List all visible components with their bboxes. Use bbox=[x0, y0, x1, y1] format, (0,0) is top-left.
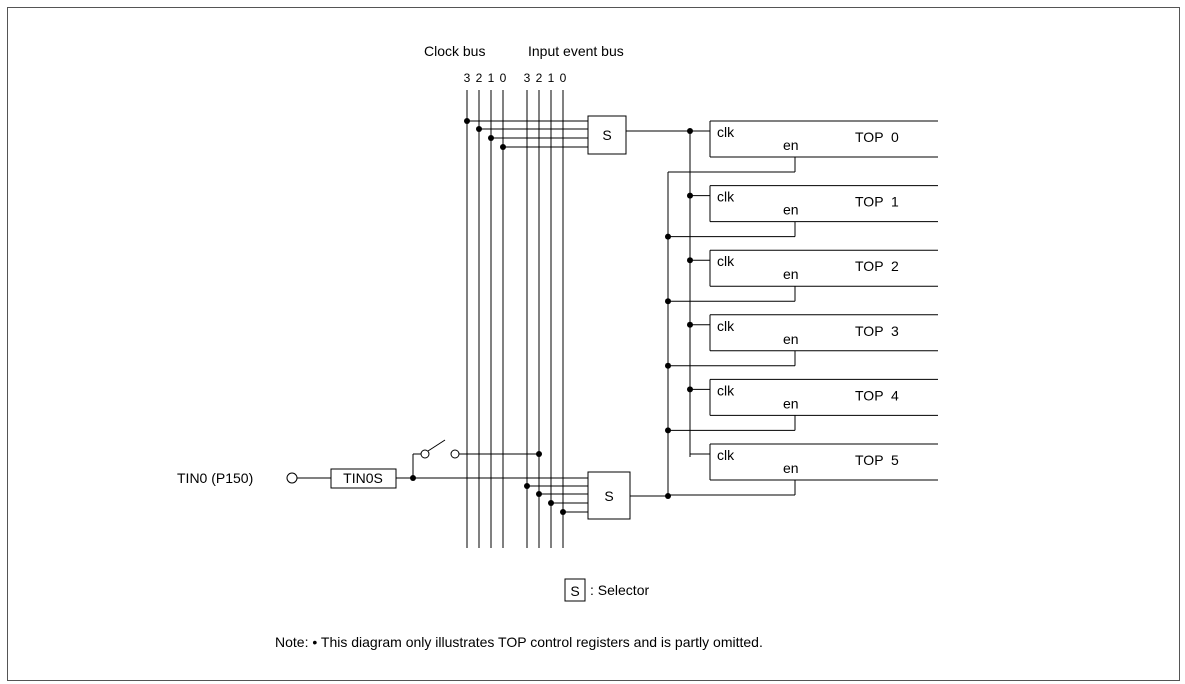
top-register-block: clk en TOP 3 bbox=[665, 314, 938, 369]
legend-text: : Selector bbox=[590, 582, 649, 598]
svg-text:S: S bbox=[604, 488, 613, 504]
en-port-label: en bbox=[783, 202, 799, 218]
bottom-selector-taps bbox=[524, 483, 588, 515]
selector-legend: S : Selector bbox=[564, 578, 649, 602]
input-event-bus-line-number: 1 bbox=[548, 71, 555, 85]
en-port-label: en bbox=[783, 460, 799, 476]
bottom-selector: S bbox=[587, 471, 631, 520]
input-event-bus-label: Input event bus bbox=[528, 43, 624, 59]
input-event-bus-lines bbox=[526, 90, 564, 548]
edge-switch bbox=[412, 439, 542, 478]
pin-terminal bbox=[286, 472, 298, 484]
top-register-name: TOP 0 bbox=[855, 129, 899, 145]
clk-port-label: clk bbox=[717, 318, 735, 334]
clk-port-label: clk bbox=[717, 253, 735, 269]
en-port-label: en bbox=[783, 266, 799, 282]
top-register-block: clk en TOP 2 bbox=[665, 249, 938, 305]
input-event-bus-line-number: 0 bbox=[560, 71, 567, 85]
top-register-name: TOP 4 bbox=[855, 387, 899, 403]
clk-port-label: clk bbox=[717, 124, 735, 140]
top-register-name: TOP 1 bbox=[855, 194, 899, 210]
legend-symbol: S bbox=[570, 583, 579, 599]
top-register-block: clk en TOP 0 bbox=[668, 120, 938, 173]
clk-port-label: clk bbox=[717, 447, 735, 463]
en-port-label: en bbox=[783, 331, 799, 347]
clock-bus-line-number: 3 bbox=[464, 71, 471, 85]
top-register-block: clk en TOP 5 bbox=[668, 443, 938, 496]
top-register-name: TOP 2 bbox=[855, 258, 899, 274]
top-selector-taps bbox=[464, 118, 588, 150]
top-selector: S bbox=[587, 115, 627, 155]
clock-bus-line-number: 2 bbox=[476, 71, 483, 85]
svg-text:TIN0S: TIN0S bbox=[343, 470, 383, 486]
diagram-frame bbox=[7, 7, 1180, 681]
svg-text:S: S bbox=[602, 127, 611, 143]
pin-label: TIN0 (P150) bbox=[177, 470, 253, 486]
input-event-bus-line-number: 2 bbox=[536, 71, 543, 85]
clk-port-label: clk bbox=[717, 382, 735, 398]
clock-bus-lines bbox=[466, 90, 504, 548]
input-event-bus-line-number: 3 bbox=[524, 71, 531, 85]
clock-bus-line-number: 0 bbox=[500, 71, 507, 85]
top-register-name: TOP 3 bbox=[855, 323, 899, 339]
top-register-name: TOP 5 bbox=[855, 452, 899, 468]
en-port-label: en bbox=[783, 395, 799, 411]
clock-bus-label: Clock bus bbox=[424, 43, 485, 59]
top-register-block: clk en TOP 1 bbox=[665, 185, 938, 240]
tin0s-block: TIN0S bbox=[330, 468, 397, 489]
en-port-label: en bbox=[783, 137, 799, 153]
enable-junction bbox=[665, 493, 671, 499]
clk-port-label: clk bbox=[717, 189, 735, 205]
clock-bus-line-number: 1 bbox=[488, 71, 495, 85]
note-text: Note: • This diagram only illustrates TO… bbox=[275, 634, 763, 650]
top-register-block: clk en TOP 4 bbox=[665, 378, 938, 434]
